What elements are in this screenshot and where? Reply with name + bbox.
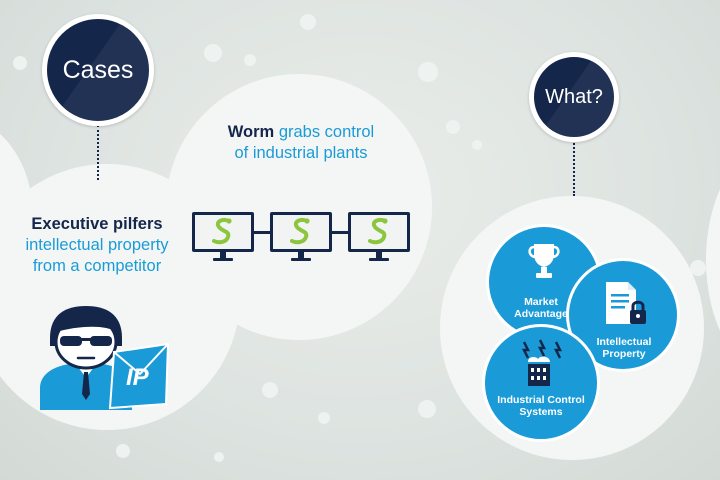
person-icon — [40, 306, 132, 410]
monitor-icon — [192, 212, 254, 262]
document-lock-icon — [606, 282, 646, 324]
what-badge: What? — [529, 52, 619, 142]
decor-dot — [116, 444, 130, 458]
factory-icon — [521, 339, 563, 386]
decor-dot — [262, 382, 278, 398]
decor-dot — [418, 400, 436, 418]
decor-dot — [300, 14, 316, 30]
decor-dot — [214, 452, 224, 462]
worm-icon — [290, 217, 310, 245]
worm-icon — [212, 217, 232, 245]
monitor-icon — [270, 212, 332, 262]
worm-icon — [368, 217, 388, 245]
monitor-cable — [330, 231, 350, 234]
envelope-icon: IP — [106, 340, 172, 412]
what-connector — [573, 140, 575, 196]
decor-dot — [446, 120, 460, 134]
monitor-icon — [348, 212, 410, 262]
worm-caption-bold: Worm — [227, 123, 275, 141]
what-badge-label: What? — [545, 85, 603, 108]
venn-label-market-advantage: Market Advantage — [514, 296, 568, 320]
decor-dot — [318, 412, 330, 424]
decor-dot — [204, 44, 222, 62]
cases-badge: Cases — [42, 14, 154, 126]
executive-caption-bold: Executive pilfers — [31, 215, 163, 233]
decor-dot — [690, 260, 706, 276]
decor-dot — [244, 54, 256, 66]
cases-connector — [97, 125, 99, 180]
monitor-cable — [252, 231, 272, 234]
executive-caption-rest: intellectual property from a competitor — [25, 236, 169, 275]
worm-caption-rest: grabs control of industrial plants — [234, 123, 375, 162]
executive-caption: Executive pilfers intellectual property … — [22, 214, 172, 277]
decor-dot — [13, 56, 27, 70]
envelope-label: IP — [126, 364, 149, 391]
cases-badge-label: Cases — [62, 55, 134, 84]
decor-dot — [472, 140, 482, 150]
decor-dot — [418, 62, 438, 82]
venn-label-intellectual-property: Intellectual Property — [596, 336, 652, 360]
venn-label-industrial-control: Industrial Control Systems — [497, 394, 585, 418]
trophy-icon — [528, 244, 560, 278]
edge-bubble-right — [706, 150, 720, 370]
worm-caption: Worm grabs control of industrial plants — [226, 122, 376, 164]
